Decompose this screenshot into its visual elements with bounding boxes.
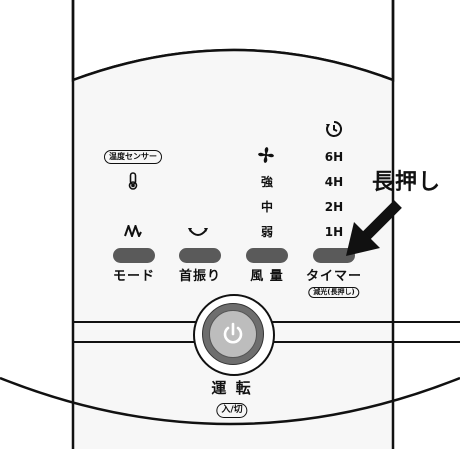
fan-speed-button[interactable] — [246, 248, 288, 263]
timer-1h: 1H — [324, 225, 344, 239]
long-press-callout: 長押し — [372, 170, 442, 195]
power-button-ring — [202, 303, 264, 365]
fan-level-strong: 強 — [260, 175, 274, 189]
zigzag-wave-icon — [124, 222, 142, 240]
timer-hold-tag: 減光(長押し) — [308, 287, 360, 298]
power-button-face — [209, 310, 257, 358]
fan-speed-label: 風 量 — [250, 269, 284, 284]
callout-arrow-icon — [346, 200, 402, 256]
fan-level-medium: 中 — [260, 200, 274, 214]
power-icon — [223, 322, 243, 344]
clock-icon — [325, 120, 343, 141]
power-label: 運 転 — [211, 379, 253, 397]
mode-label: モード — [112, 269, 156, 284]
moon-icon — [125, 197, 141, 216]
temp-sensor-tag: 温度センサー — [104, 150, 162, 164]
swing-button[interactable] — [179, 248, 221, 263]
thermometer-icon — [127, 172, 139, 193]
timer-button[interactable] — [313, 248, 355, 263]
swing-arc-icon — [187, 226, 209, 242]
power-button[interactable] — [193, 294, 275, 376]
fan-icon — [257, 146, 275, 167]
timer-2h: 2H — [324, 200, 344, 214]
timer-4h: 4H — [324, 175, 344, 189]
swing-label: 首振り — [178, 269, 222, 284]
timer-6h: 6H — [324, 150, 344, 164]
mode-button[interactable] — [113, 248, 155, 263]
fan-level-weak: 弱 — [260, 225, 274, 239]
power-toggle-tag: 入/切 — [216, 403, 248, 418]
base-curve — [0, 376, 460, 426]
timer-label: タイマー — [305, 269, 363, 284]
